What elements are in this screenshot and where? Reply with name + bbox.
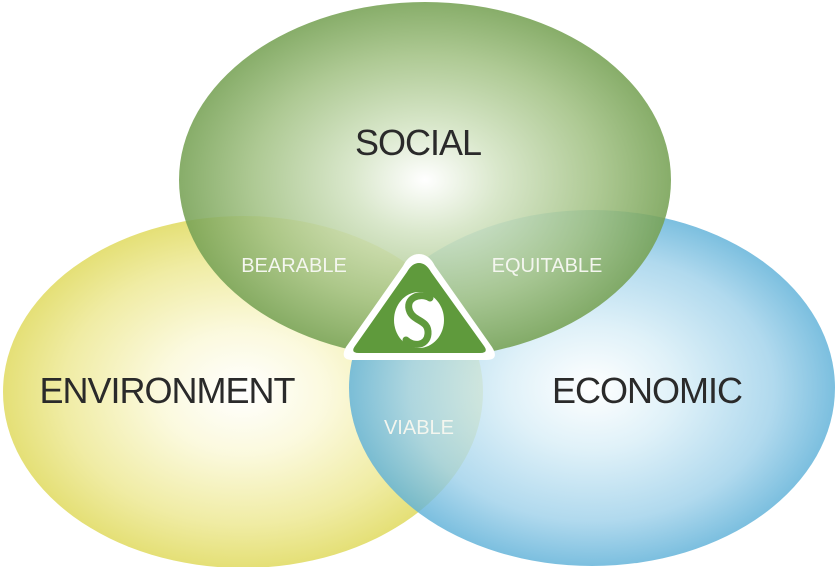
economic-label: ECONOMIC — [552, 370, 742, 411]
viable-label: VIABLE — [384, 417, 454, 439]
social-circle — [179, 2, 671, 358]
sustainability-s-logo-icon — [394, 292, 444, 348]
bearable-label: BEARABLE — [241, 255, 347, 277]
equitable-label: EQUITABLE — [492, 255, 603, 277]
social-label: SOCIAL — [355, 122, 481, 163]
center-badge — [343, 254, 495, 360]
environment-label: ENVIRONMENT — [39, 370, 295, 411]
